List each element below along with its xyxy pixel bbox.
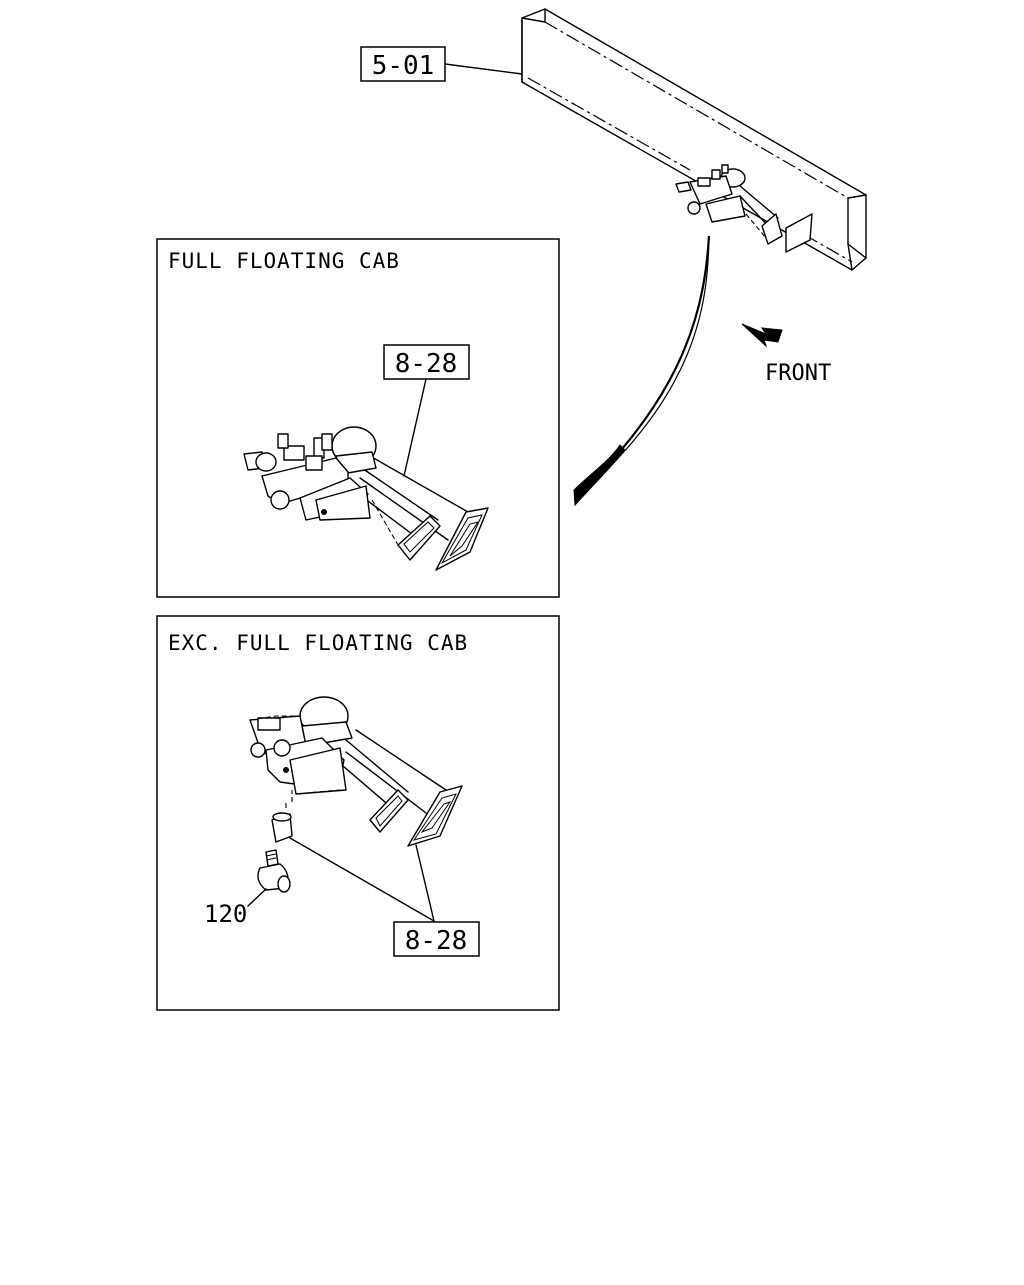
frame-rail — [521, 8, 867, 271]
horn-drawing-full-floating — [243, 426, 489, 571]
part-120-label: 120 — [204, 900, 247, 928]
callout-ref-full-floating-text: 8-28 — [395, 349, 458, 379]
callout-frame-ref-text: 5-01 — [372, 51, 435, 81]
callout-frame-ref: 5-01 — [360, 46, 523, 82]
callout-ref-exc-full-floating-text: 8-28 — [405, 926, 468, 956]
leader-curve — [573, 235, 711, 507]
horn-drawing-exc-full-floating — [249, 696, 463, 893]
horn-assembly-on-frame — [675, 164, 813, 253]
panel-exc-full-floating-cab-title: EXC. FULL FLOATING CAB — [168, 631, 468, 655]
panel-full-floating-cab: FULL FLOATING CAB 8-28 — [156, 238, 560, 598]
panel-exc-full-floating-cab: EXC. FULL FLOATING CAB — [156, 615, 560, 1011]
front-arrow: FRONT — [741, 323, 831, 386]
front-label: FRONT — [765, 361, 831, 386]
panel-full-floating-cab-title: FULL FLOATING CAB — [168, 249, 400, 273]
